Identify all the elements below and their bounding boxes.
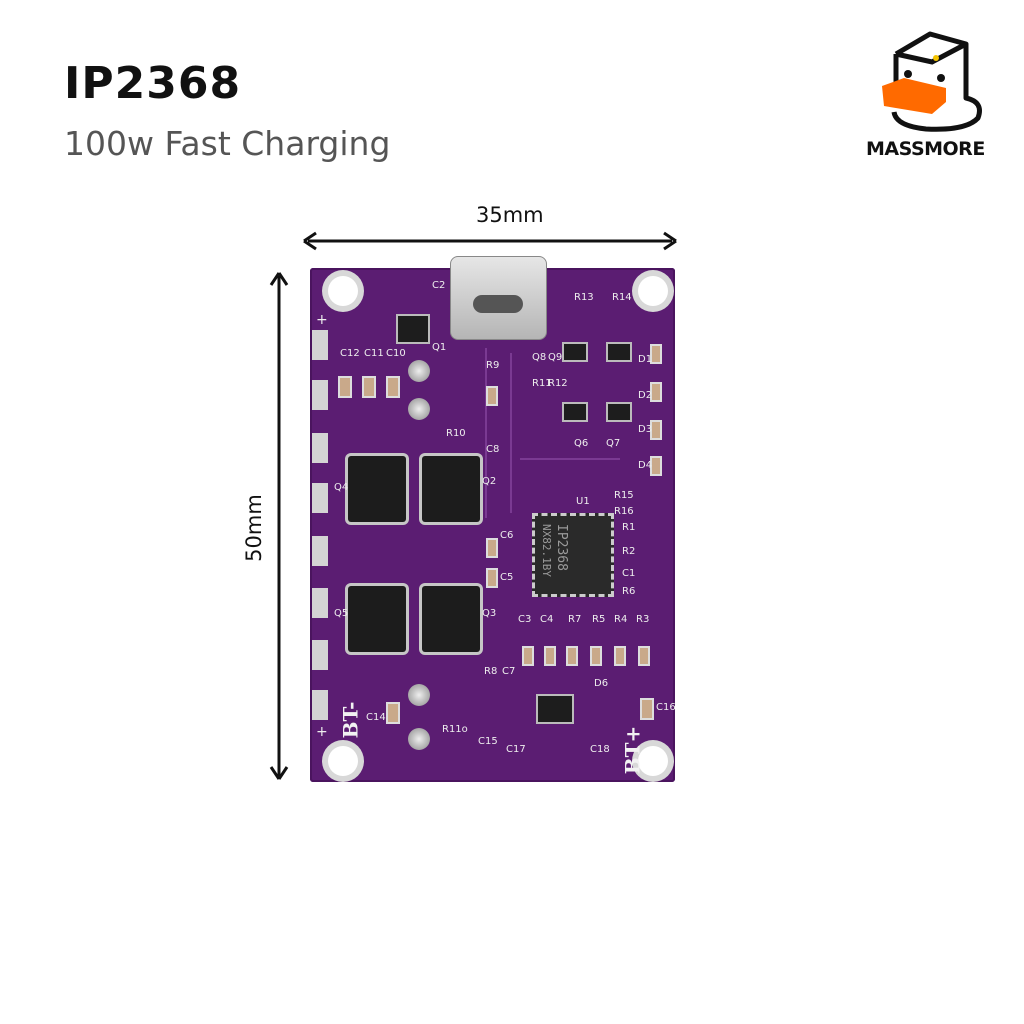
silk-label: R1 bbox=[622, 522, 636, 533]
silk-label: Q5 bbox=[334, 608, 349, 619]
silk-label: Q1 bbox=[432, 342, 447, 353]
silk-label: C4 bbox=[540, 614, 554, 625]
transistor bbox=[608, 344, 630, 360]
silk-label: U1 bbox=[576, 496, 590, 507]
silk-label: Q2 bbox=[482, 476, 497, 487]
page-title: IP2368 bbox=[64, 58, 242, 109]
width-label: 35mm bbox=[476, 203, 544, 227]
solder-pad bbox=[312, 588, 328, 618]
silk-label: R8 bbox=[484, 666, 498, 677]
silk-label: R3 bbox=[636, 614, 650, 625]
mosfet-q4 bbox=[348, 456, 406, 522]
silk-label: C7 bbox=[502, 666, 516, 677]
mosfet-q3 bbox=[422, 586, 480, 652]
silk-label: R16 bbox=[614, 506, 634, 517]
silk-label: C14 bbox=[366, 712, 386, 723]
mounting-hole bbox=[638, 746, 668, 776]
silk-label: D2 bbox=[638, 390, 653, 401]
silk-label: C15 bbox=[478, 736, 498, 747]
pcb-board: IP2368 NX82.1BY BT- BT+ + + C2 Q1 R13 R1… bbox=[310, 256, 676, 782]
solder-pad bbox=[312, 330, 328, 360]
plus-label: + bbox=[316, 312, 328, 328]
transistor-q1 bbox=[398, 316, 428, 342]
mounting-hole bbox=[328, 276, 358, 306]
plus-label: + bbox=[316, 724, 328, 740]
silk-label: C16 bbox=[656, 702, 676, 713]
solder-pad bbox=[312, 536, 328, 566]
silk-label: R11o bbox=[442, 724, 468, 735]
bt-minus-label: BT- bbox=[338, 701, 363, 739]
silk-label: C11 bbox=[364, 348, 384, 359]
silk-label: R6 bbox=[622, 586, 636, 597]
solder-pad bbox=[312, 640, 328, 670]
brand-name: MASSMORE bbox=[866, 138, 985, 160]
solder-pad bbox=[312, 483, 328, 513]
mosfet-q2 bbox=[422, 456, 480, 522]
regulator bbox=[538, 696, 572, 722]
mosfet-q5 bbox=[348, 586, 406, 652]
silk-label: Q7 bbox=[606, 438, 621, 449]
inductor bbox=[408, 398, 430, 420]
silk-label: R12 bbox=[548, 378, 568, 389]
ip2368-chip: IP2368 NX82.1BY bbox=[532, 513, 614, 597]
transistor bbox=[564, 404, 586, 420]
silk-label: C6 bbox=[500, 530, 514, 541]
silk-label: C2 bbox=[432, 280, 446, 291]
silk-label: D3 bbox=[638, 424, 653, 435]
massmore-duck-logo bbox=[882, 31, 982, 132]
solder-pad bbox=[312, 690, 328, 720]
solder-pad bbox=[312, 380, 328, 410]
silk-label: R2 bbox=[622, 546, 636, 557]
width-arrow bbox=[303, 231, 677, 251]
bt-plus-label: BT+ bbox=[620, 725, 645, 775]
silk-label: C10 bbox=[386, 348, 406, 359]
mounting-hole bbox=[638, 276, 668, 306]
silk-label: C1 bbox=[622, 568, 636, 579]
usb-c-port bbox=[450, 256, 547, 340]
silk-label: R15 bbox=[614, 490, 634, 501]
transistor bbox=[564, 344, 586, 360]
silk-label: C8 bbox=[486, 444, 500, 455]
silk-label: R4 bbox=[614, 614, 628, 625]
silk-label: R7 bbox=[568, 614, 582, 625]
transistor bbox=[608, 404, 630, 420]
silk-label: D1 bbox=[638, 354, 653, 365]
silk-label: C5 bbox=[500, 572, 514, 583]
silk-label: C17 bbox=[506, 744, 526, 755]
silk-label: Q6 bbox=[574, 438, 589, 449]
inductor bbox=[408, 360, 430, 382]
mounting-hole bbox=[328, 746, 358, 776]
silk-label: Q8 bbox=[532, 352, 547, 363]
inductor bbox=[408, 728, 430, 750]
page-subtitle: 100w Fast Charging bbox=[64, 124, 391, 163]
silk-label: C18 bbox=[590, 744, 610, 755]
height-arrow bbox=[269, 272, 289, 780]
silk-label: Q3 bbox=[482, 608, 497, 619]
silk-label: Q9 bbox=[548, 352, 563, 363]
inductor bbox=[408, 684, 430, 706]
silk-label: R9 bbox=[486, 360, 500, 371]
silk-label: Q4 bbox=[334, 482, 349, 493]
silk-label: R5 bbox=[592, 614, 606, 625]
silk-label: R13 bbox=[574, 292, 594, 303]
silk-label: D4 bbox=[638, 460, 653, 471]
solder-pad bbox=[312, 433, 328, 463]
height-label: 50mm bbox=[241, 494, 266, 562]
silk-label: R14 bbox=[612, 292, 632, 303]
silk-label: R10 bbox=[446, 428, 466, 439]
silk-label: R11 bbox=[532, 378, 552, 389]
silk-label: D6 bbox=[594, 678, 609, 689]
silk-label: C12 bbox=[340, 348, 360, 359]
silk-label: C3 bbox=[518, 614, 532, 625]
